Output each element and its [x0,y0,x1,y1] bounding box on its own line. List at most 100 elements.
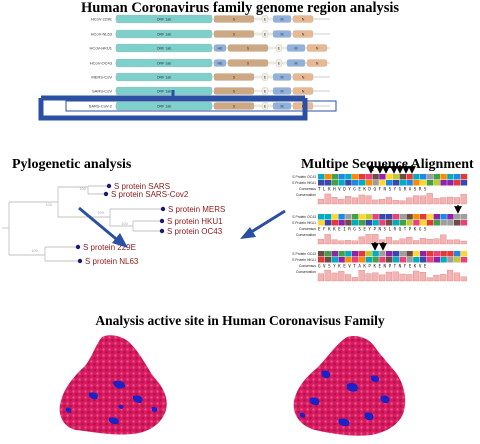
msa-row-label: S Protein OC43 [292,175,316,179]
msa-residue [426,220,434,226]
genome-block [261,15,269,23]
msa-conservation-bar [413,240,420,245]
msa-residue [338,214,345,220]
msa-conservation-bar [406,197,413,205]
msa-conservation-bar [324,269,331,282]
msa-residue [345,251,352,257]
msa-residue [386,180,393,186]
genome-block [213,59,227,67]
genome-block-label: M [281,89,284,93]
msa-residue [392,251,400,257]
genome-block-label: M [281,104,284,108]
msa-residue [324,174,332,180]
genome-accessory [256,89,260,93]
msa-row-label: Consensus [299,227,316,231]
msa-conservation-bar [345,274,352,282]
msa-residue [399,257,406,263]
msa-residue [352,214,359,220]
msa-residue [454,214,461,220]
genome-row-label: HCoV-OC43 [90,61,113,66]
genome-block [306,59,328,67]
msa-residue [379,214,386,220]
msa-conservation-bar [351,277,358,282]
msa-residue [372,257,379,263]
genome-block [115,14,213,24]
genome-block [261,87,269,95]
genome-block-label: ORF 1ab [157,46,172,50]
genome-block-label: ORF 1ab [157,75,172,79]
genome-block-label: N [316,61,319,65]
msa-residue [460,257,468,263]
msa-residue [324,220,332,226]
genome-block [115,72,213,82]
msa-residue [460,174,468,180]
msa-conservation-bar [338,271,345,282]
genome-block-label: S [233,75,236,79]
msa-conservation-bar [379,239,386,245]
genome-accessory [283,61,286,65]
tree-node-dot [159,228,165,234]
genome-block-label: S [233,89,236,93]
msa-conservation-bar [433,238,440,245]
msa-conservation-bar [372,272,379,282]
msa-residue [440,174,447,180]
msa-residue [447,214,454,220]
msa-residue [447,251,454,257]
genome-block [115,86,213,96]
msa-residue [460,220,468,226]
genome-block [292,15,314,23]
msa-conservation-bar [460,276,467,282]
genome-row-label: SARS-CoV [92,89,112,94]
msa-residue [460,251,468,257]
msa-conservation-bar [345,240,352,245]
msa-residue [372,214,379,220]
msa-residue [331,174,338,180]
tree-leaf-label: S protein OC43 [167,227,223,236]
msa-residue [352,257,359,263]
tree-leaf-label: S protein HKU1 [167,217,223,226]
msa-residue [413,220,420,226]
msa-residue [365,251,372,257]
bootstrap-value: 100 [31,248,38,253]
msa-conservation-bar [358,194,365,205]
msa-residue [338,174,345,180]
msa-residue [386,220,393,226]
genome-accessory [269,32,272,36]
msa-conservation-bar [419,195,426,205]
tree-leaf-label: S protein 229E [83,243,136,252]
msa-residue [426,251,434,257]
msa-residue [379,174,386,180]
msa-residue [399,220,406,226]
msa-residue [324,214,332,220]
msa-residue [392,180,400,186]
msa-residue [331,180,338,186]
tree-leaf-label: S protein MERS [168,205,225,214]
msa-conservation-bar [385,197,392,205]
msa-residue [352,220,359,226]
genome-block [227,44,269,52]
genome-block [213,15,255,23]
genome-block-label: M [281,75,284,79]
msa-residue [352,180,359,186]
msa-residue [392,220,400,226]
msa-residue [433,180,440,186]
genome-row-label: MERS-CoV [91,75,112,80]
msa-residue [338,251,345,257]
msa-conservation-bar [338,198,345,205]
msa-conservation-bar [324,193,331,205]
msa-row-label: S Protein OC43 [292,252,316,256]
msa-residue [413,180,420,186]
msa-conservation-bar [317,239,324,245]
genome-accessory [270,61,274,65]
msa-residue [331,214,338,220]
msa-arrow [240,209,286,239]
genome-row-label: HCoV-NL63 [91,32,113,37]
bootstrap-value: 100 [97,210,104,215]
genome-block [275,59,283,67]
genome-block [286,59,306,67]
genome-block [115,58,213,68]
msa-conservation-bar [419,238,426,245]
msa-conservation-bar [447,269,454,282]
msa-conservation-bar [351,197,358,205]
